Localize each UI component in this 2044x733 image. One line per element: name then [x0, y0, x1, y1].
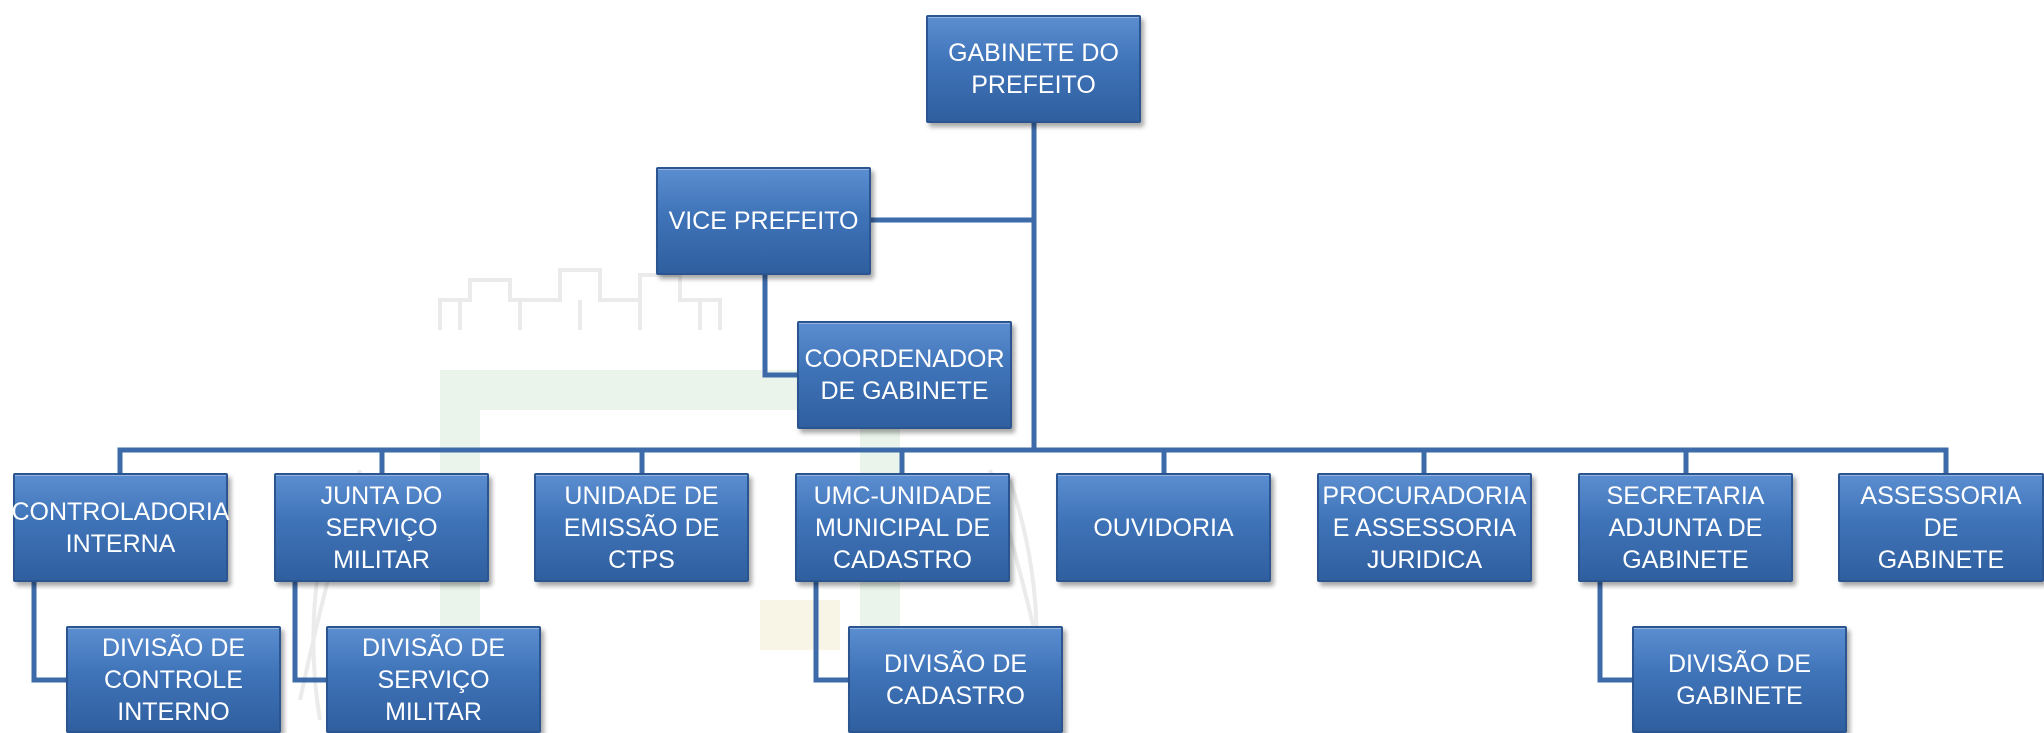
node-divisao-gabinete: DIVISÃO DE GABINETE — [1632, 626, 1847, 733]
node-umc-unidade-municipal-cadastro: UMC-UNIDADE MUNICIPAL DE CADASTRO — [795, 473, 1010, 582]
node-divisao-servico-militar: DIVISÃO DE SERVIÇO MILITAR — [326, 626, 541, 733]
node-assessoria-de-gabinete: ASSESSORIA DE GABINETE — [1838, 473, 2044, 582]
connector-div-militar — [292, 579, 329, 683]
node-secretaria-adjunta: SECRETARIA ADJUNTA DE GABINETE — [1578, 473, 1793, 582]
connector-div-gabinete — [1597, 579, 1635, 683]
node-divisao-cadastro: DIVISÃO DE CADASTRO — [848, 626, 1063, 733]
node-vice-prefeito: VICE PREFEITO — [656, 167, 871, 275]
node-divisao-controle-interno: DIVISÃO DE CONTROLE INTERNO — [66, 626, 281, 733]
connector-div-cadastro — [813, 579, 851, 683]
node-ouvidoria: OUVIDORIA — [1056, 473, 1271, 582]
node-gabinete-do-prefeito: GABINETE DO PREFEITO — [926, 15, 1141, 123]
node-coordenador-de-gabinete: COORDENADOR DE GABINETE — [797, 321, 1012, 429]
node-procuradoria: PROCURADORIA E ASSESSORIA JURIDICA — [1317, 473, 1532, 582]
connector-coordenador — [762, 272, 800, 378]
node-unidade-emissao-ctps: UNIDADE DE EMISSÃO DE CTPS — [534, 473, 749, 582]
connector-div-controle — [31, 579, 69, 683]
node-controladoria-interna: CONTROLADORIA INTERNA — [11, 473, 230, 582]
node-junta-do-servico-militar: JUNTA DO SERVIÇO MILITAR — [274, 473, 489, 582]
